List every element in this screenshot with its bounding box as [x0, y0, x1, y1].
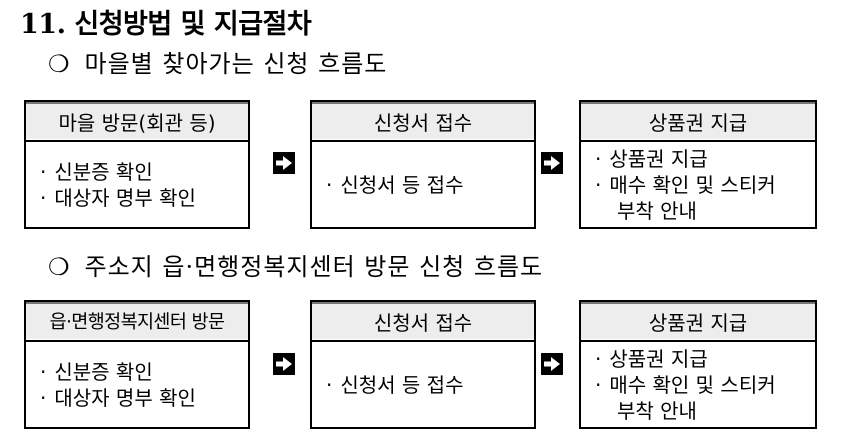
list-item: ·신분증 확인: [40, 159, 153, 184]
step-box-voucher-payment: 상품권 지급 ·상품권 지급 ·매수 확인 및 스티커 부착 안내: [579, 100, 817, 229]
list-item: ·매수 확인 및 스티커: [595, 373, 776, 397]
list-item: ·대상자 명부 확인: [40, 185, 196, 210]
circle-bullet-icon: ❍: [48, 253, 71, 281]
right-arrow-box-icon: [273, 353, 295, 375]
list-item: ·대상자 명부 확인: [40, 385, 196, 410]
circle-bullet-icon: ❍: [48, 50, 71, 78]
list-item-continuation: 부착 안내: [617, 199, 697, 223]
step-box-voucher-payment: 상품권 지급 ·상품권 지급 ·매수 확인 및 스티커 부착 안내: [579, 300, 817, 429]
step-title: 상품권 지급: [581, 102, 815, 142]
right-arrow-box-icon: [273, 152, 295, 174]
step-body: ·신분증 확인 ·대상자 명부 확인: [26, 142, 248, 227]
step-title: 마을 방문(회관 등): [26, 102, 248, 142]
section-title: 11. 신청방법 및 지급절차: [20, 9, 312, 40]
step-title: 읍·면행정복지센터 방문: [26, 302, 248, 342]
step-body: ·신청서 등 접수: [312, 142, 534, 227]
flow-heading-village: ❍ 마을별 찾아가는 신청 흐름도: [48, 44, 387, 79]
step-box-application-intake: 신청서 접수 ·신청서 등 접수: [310, 100, 536, 229]
step-body: ·상품권 지급 ·매수 확인 및 스티커 부착 안내: [581, 142, 815, 227]
step-box-application-intake: 신청서 접수 ·신청서 등 접수: [310, 300, 536, 429]
flow-heading-text: 마을별 찾아가는 신청 흐름도: [84, 50, 388, 78]
step-box-visit-village: 마을 방문(회관 등) ·신분증 확인 ·대상자 명부 확인: [24, 100, 250, 229]
step-body: ·상품권 지급 ·매수 확인 및 스티커 부착 안내: [581, 342, 815, 427]
list-item: ·신청서 등 접수: [326, 372, 464, 397]
right-arrow-box-icon: [541, 152, 563, 174]
list-item: ·상품권 지급: [595, 147, 708, 171]
list-item: ·상품권 지급: [595, 347, 708, 371]
step-box-visit-center: 읍·면행정복지센터 방문 ·신분증 확인 ·대상자 명부 확인: [24, 300, 250, 429]
step-body: ·신청서 등 접수: [312, 342, 534, 427]
right-arrow-box-icon: [541, 353, 563, 375]
list-item: ·신청서 등 접수: [326, 172, 464, 197]
list-item: ·신분증 확인: [40, 359, 153, 384]
flow-heading-center-visit: ❍ 주소지 읍·면행정복지센터 방문 신청 흐름도: [48, 247, 543, 282]
list-item-continuation: 부착 안내: [617, 399, 697, 423]
step-body: ·신분증 확인 ·대상자 명부 확인: [26, 342, 248, 427]
flow-heading-text: 주소지 읍·면행정복지센터 방문 신청 흐름도: [84, 253, 544, 281]
step-title: 신청서 접수: [312, 302, 534, 342]
step-title: 상품권 지급: [581, 302, 815, 342]
step-title: 신청서 접수: [312, 102, 534, 142]
list-item: ·매수 확인 및 스티커: [595, 173, 776, 197]
